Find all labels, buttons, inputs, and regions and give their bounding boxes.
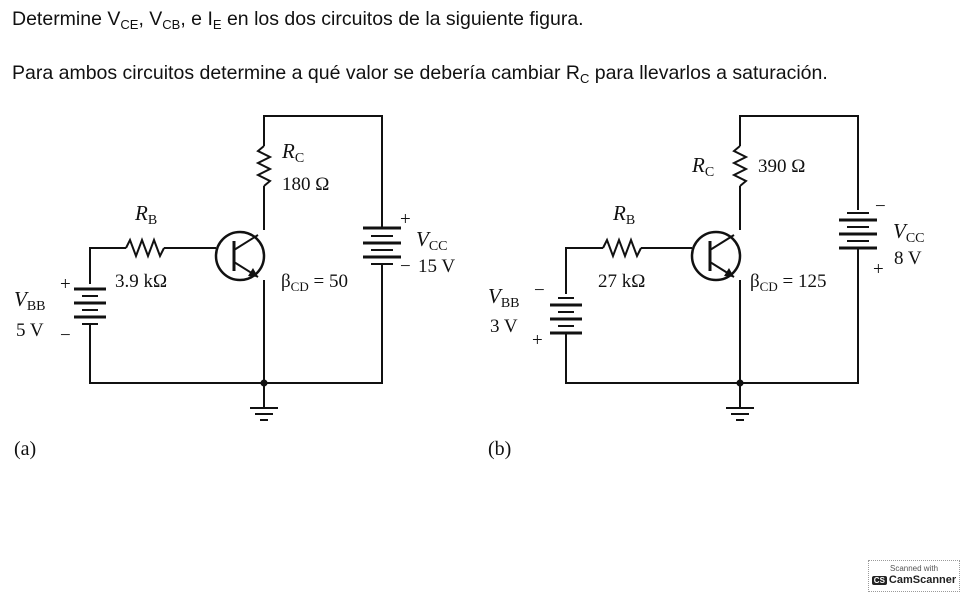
b-rc-label: RC: [691, 153, 714, 180]
question-line-1: Determine VCE, VCB, e IE en los dos circ…: [12, 8, 584, 32]
a-wire-top: [263, 115, 383, 228]
b-wire-top: [739, 115, 859, 210]
a-beta: βCD = 50: [281, 271, 348, 294]
b-vbb-battery: [550, 297, 582, 335]
watermark-line-1: Scanned with: [889, 564, 939, 573]
b-vbb-label: VBB: [488, 284, 520, 311]
b-wire-bottom: [565, 333, 740, 384]
q1-sub-cb: CB: [162, 17, 181, 32]
a-rb-label: RB: [134, 201, 157, 228]
b-vcc-label: VCC: [893, 219, 925, 246]
b-wire-right: [740, 247, 859, 384]
a-vcc-label: VCC: [416, 227, 448, 254]
a-rb-value: 3.9 kΩ: [115, 271, 167, 292]
b-rb-resistor: [602, 237, 642, 259]
a-vcc-plus: +: [400, 209, 411, 230]
b-vcc-minus: −: [875, 196, 886, 217]
a-rc-label: RC: [281, 139, 304, 166]
b-transistor: [690, 230, 742, 282]
q2-text-a: Para ambos circuitos determine a qué val…: [12, 62, 580, 84]
a-vcc-value: 15 V: [418, 256, 455, 277]
q1-sub-ce: CE: [120, 17, 139, 32]
b-transistor-collector-lead: [709, 234, 735, 251]
a-ground-symbol: [250, 407, 278, 421]
a-vbb-label: VBB: [14, 287, 46, 314]
watermark-brand: CamScanner: [888, 574, 957, 586]
b-vbb-value: 3 V: [490, 316, 518, 337]
a-caption: (a): [14, 438, 36, 460]
b-caption: (b): [488, 438, 511, 460]
b-vcc-plus: +: [873, 259, 884, 280]
circuit-b: RC 390 Ω RB 27 kΩ βCD = 125 − + VCC 8 V …: [488, 115, 925, 460]
q1-text-a: Determine V: [12, 8, 121, 30]
a-vbb-battery: [74, 287, 106, 325]
b-vcc-value: 8 V: [894, 248, 922, 269]
a-vbb-minus: −: [60, 325, 71, 346]
a-wire-right: [264, 264, 383, 384]
a-rc-resistor: [255, 145, 273, 187]
b-rb-label: RB: [612, 201, 635, 228]
question-line-2: Para ambos circuitos determine a qué val…: [12, 62, 828, 86]
a-wire-bottom: [89, 324, 264, 384]
b-wire-base-left: [565, 247, 603, 294]
q2-text-b: para llevarlos a saturación.: [589, 62, 828, 84]
a-vcc-minus: −: [400, 256, 411, 277]
q1-text-b: , V: [138, 8, 163, 30]
a-wire-base-left: [89, 247, 126, 284]
b-ground-symbol: [726, 407, 754, 421]
circuit-a: RC 180 Ω RB 3.9 kΩ βCD = 50 + − VCC 15 V…: [14, 115, 455, 460]
b-vbb-plus: +: [532, 330, 543, 351]
b-emitter-arrow: [724, 268, 734, 277]
a-vbb-plus: +: [60, 274, 71, 295]
q1-text-c: , e I: [180, 8, 213, 30]
b-rb-value: 27 kΩ: [598, 271, 645, 292]
camscanner-logo-icon: CS: [871, 576, 887, 585]
a-emitter-arrow: [248, 268, 258, 277]
b-vcc-battery: [839, 212, 877, 250]
b-vbb-minus: −: [534, 280, 545, 301]
a-vcc-battery: [363, 226, 401, 265]
a-transistor: [214, 230, 266, 282]
q1-sub-e: E: [212, 17, 222, 32]
q1-text-d: en los dos circuitos de la siguiente fig…: [221, 8, 584, 30]
b-rc-value: 390 Ω: [758, 156, 805, 177]
a-transistor-collector-lead: [233, 234, 259, 251]
q2-sub-c: C: [579, 71, 590, 86]
b-rc-resistor: [731, 145, 749, 187]
a-rb-resistor: [125, 237, 165, 259]
a-vbb-value: 5 V: [16, 320, 44, 341]
b-beta: βCD = 125: [750, 271, 826, 294]
a-rc-value: 180 Ω: [282, 174, 329, 195]
